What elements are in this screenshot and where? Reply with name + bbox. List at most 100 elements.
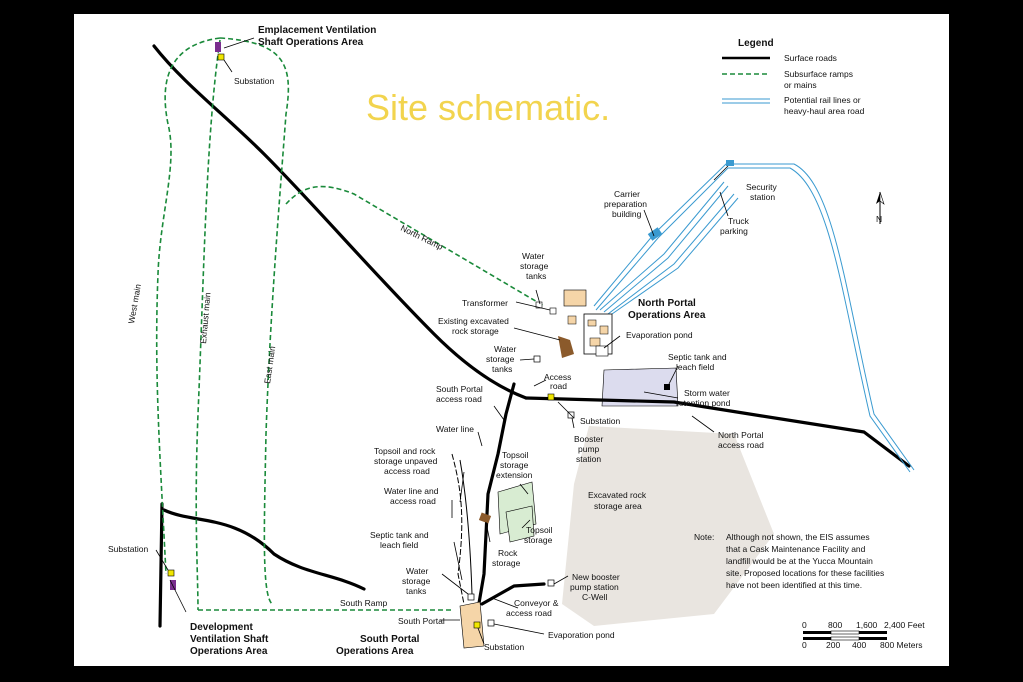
west-main bbox=[155, 37, 221, 575]
development-label-3: Operations Area bbox=[190, 646, 268, 657]
water-tanks-top-1: Water bbox=[522, 251, 545, 261]
note-block: Note: Although not shown, the EIS assume… bbox=[694, 532, 884, 590]
water-line-access-2: access road bbox=[390, 496, 436, 506]
septic-s-2: leach field bbox=[380, 540, 419, 550]
septic-north bbox=[664, 384, 670, 390]
scale-feet-1: 800 bbox=[828, 620, 842, 630]
scale-m-0: 0 bbox=[802, 640, 807, 650]
north-portal-access-road bbox=[524, 396, 911, 468]
west-main-label: West main bbox=[126, 283, 143, 324]
access-road-2: road bbox=[550, 381, 567, 391]
topsoil-unpaved-3: access road bbox=[384, 466, 430, 476]
storm-water-2: retention pond bbox=[676, 398, 731, 408]
conveyor-1: Conveyor & bbox=[514, 598, 559, 608]
north-portal-label-2: Operations Area bbox=[628, 310, 706, 321]
rail-lines bbox=[593, 163, 915, 473]
excavated-area-1: Excavated rock bbox=[588, 490, 647, 500]
legend-subsurface-2: or mains bbox=[784, 80, 817, 90]
emplacement-shaft-marker bbox=[215, 42, 221, 52]
septic-s-1: Septic tank and bbox=[370, 530, 429, 540]
substation-left-marker bbox=[167, 569, 175, 577]
south-portal-access-1: South Portal bbox=[436, 384, 483, 394]
water-tanks-mid bbox=[533, 355, 541, 363]
substation-top-label: Substation bbox=[234, 76, 274, 86]
main-west-road bbox=[152, 44, 528, 400]
page-title: Site schematic. bbox=[366, 87, 610, 128]
north-portal-access-2: access road bbox=[718, 440, 764, 450]
evaporation-pond-s-label: Evaporation pond bbox=[548, 630, 615, 640]
development-label-1: Development bbox=[190, 622, 253, 633]
storm-water-pond bbox=[601, 367, 679, 407]
topsoil-storage-2: storage bbox=[524, 535, 553, 545]
topsoil-storage-1: Topsoil bbox=[526, 525, 553, 535]
south-portal-pad bbox=[459, 601, 485, 649]
access-road-1: Access bbox=[544, 372, 571, 382]
booster-2: pump bbox=[578, 444, 600, 454]
excavated-rock-1: Existing excavated bbox=[438, 316, 509, 326]
substation-bottom-marker bbox=[473, 621, 481, 629]
transformer-label: Transformer bbox=[462, 298, 508, 308]
north-label: N bbox=[876, 214, 882, 224]
exhaust-main bbox=[195, 39, 221, 611]
existing-rock-storage bbox=[558, 336, 574, 358]
substation-mid-marker bbox=[547, 393, 555, 401]
substation-mid-label: Substation bbox=[580, 416, 620, 426]
topsoil-ext-3: extension bbox=[496, 470, 533, 480]
north-arrow-icon: N bbox=[876, 191, 885, 224]
scale-feet-2: 1,600 bbox=[856, 620, 878, 630]
security-station bbox=[726, 160, 734, 166]
topsoil-ext-2: storage bbox=[500, 460, 529, 470]
truck-label-2: parking bbox=[720, 226, 748, 236]
west-road-spur bbox=[158, 502, 164, 628]
note-line-1: Although not shown, the EIS assumes bbox=[726, 532, 870, 542]
water-tanks-top-2: storage bbox=[520, 261, 549, 271]
north-ramp-label: North Ramp bbox=[399, 223, 445, 252]
legend-subsurface-1: Subsurface ramps bbox=[784, 69, 853, 79]
legend-surface-roads: Surface roads bbox=[784, 53, 837, 63]
substation-left-label: Substation bbox=[108, 544, 148, 554]
development-label-2: Ventilation Shaft bbox=[190, 634, 269, 645]
water-tanks-s-2: storage bbox=[402, 576, 431, 586]
water-tanks-s-3: tanks bbox=[406, 586, 426, 596]
scale-bars: 0 800 1,600 2,400 Feet 0 200 400 800 Met… bbox=[802, 620, 925, 650]
booster-3: station bbox=[576, 454, 601, 464]
scale-feet-0: 0 bbox=[802, 620, 807, 630]
water-line-access-1: Water line and bbox=[384, 486, 439, 496]
scale-feet-3: 2,400 Feet bbox=[884, 620, 925, 630]
excavated-area-2: storage area bbox=[594, 501, 642, 511]
new-booster-station bbox=[547, 579, 555, 587]
substation-bottom-label: Substation bbox=[484, 642, 524, 652]
topsoil-ext-1: Topsoil bbox=[502, 450, 529, 460]
septic-n-2: leach field bbox=[676, 362, 715, 372]
legend-rail-2: heavy-haul area road bbox=[784, 106, 865, 116]
north-ramp bbox=[285, 185, 545, 307]
carrier-label-2: preparation bbox=[604, 199, 647, 209]
carrier-building bbox=[647, 227, 663, 241]
east-main bbox=[219, 37, 290, 605]
water-tanks-mid-1: Water bbox=[494, 344, 517, 354]
conveyor-2: access road bbox=[506, 608, 552, 618]
note-line-2: that a Cask Maintenance Facility and bbox=[726, 544, 866, 554]
scale-m-3: 800 Meters bbox=[880, 640, 923, 650]
site-map: Site schematic. Emplacement Ventilation … bbox=[108, 25, 925, 657]
east-main-label: East main bbox=[262, 345, 277, 384]
south-portal-label-2: Operations Area bbox=[336, 646, 414, 657]
carrier-label-3: building bbox=[612, 209, 642, 219]
note-line-4: site. Proposed locations for these facil… bbox=[726, 568, 884, 578]
topsoil-unpaved-1: Topsoil and rock bbox=[374, 446, 436, 456]
rock-storage bbox=[478, 512, 492, 524]
scale-m-2: 400 bbox=[852, 640, 866, 650]
water-tanks-s-1: Water bbox=[406, 566, 429, 576]
south-portal-label: South Portal bbox=[398, 616, 445, 626]
development-shaft-marker bbox=[170, 580, 176, 590]
legend-rail-1: Potential rail lines or bbox=[784, 95, 861, 105]
north-portal-buildings bbox=[535, 289, 613, 355]
north-portal-label-1: North Portal bbox=[638, 298, 696, 309]
carrier-label-1: Carrier bbox=[614, 189, 640, 199]
legend-heading: Legend bbox=[738, 38, 774, 49]
leader-lines bbox=[155, 37, 729, 645]
truck-label-1: Truck bbox=[728, 216, 750, 226]
water-tanks-mid-2: storage bbox=[486, 354, 515, 364]
water-line bbox=[459, 459, 473, 595]
topsoil-storage-area bbox=[505, 505, 535, 543]
